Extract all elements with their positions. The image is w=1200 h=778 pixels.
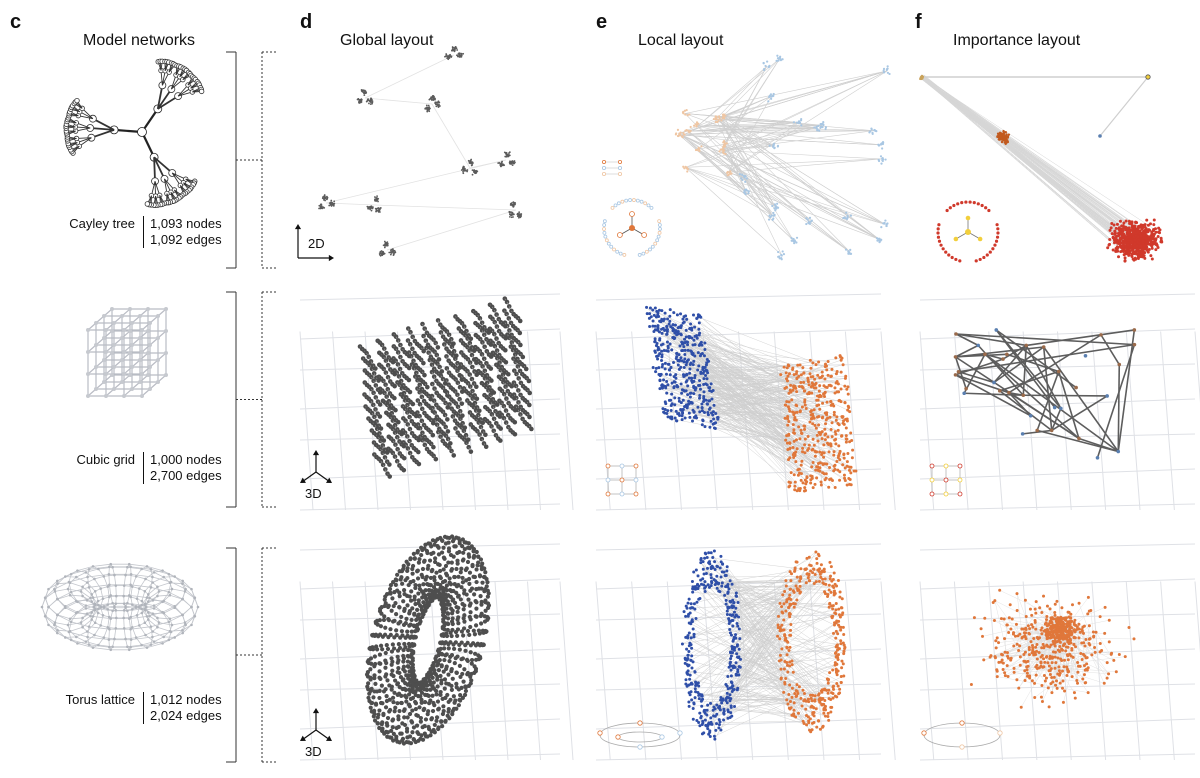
network-name: Cubic grid bbox=[76, 452, 135, 467]
panel-label-e: e bbox=[596, 11, 608, 33]
global-layout-3d-cube bbox=[357, 296, 534, 479]
edge-count: 1,092 edges bbox=[150, 232, 222, 247]
importance-layout-2d bbox=[919, 74, 1164, 263]
local-layout-3d-grid bbox=[605, 305, 858, 497]
importance-layout-3d-grid bbox=[929, 328, 1137, 497]
axis-label-3d-grid: 3D bbox=[305, 486, 322, 501]
panel-label-d: d bbox=[300, 11, 313, 33]
column-title-importance-layout: Importance layout bbox=[953, 32, 1081, 49]
node-count: 1,012 nodes bbox=[150, 692, 222, 707]
grid-background-f2 bbox=[919, 293, 1200, 511]
axis-arrows bbox=[294, 224, 334, 741]
cayley-tree-diagram bbox=[63, 58, 205, 209]
global-layout-2d-clusters bbox=[318, 45, 523, 257]
axis-label-3d-torus: 3D bbox=[305, 744, 322, 759]
network-name: Torus lattice bbox=[65, 692, 135, 707]
node-count: 1,000 nodes bbox=[150, 452, 222, 467]
edge-count: 2,024 edges bbox=[150, 708, 222, 723]
column-title-model-networks: Model networks bbox=[83, 32, 196, 49]
panel-label-f: f bbox=[915, 11, 922, 33]
local-layout-3d-torus bbox=[597, 549, 847, 750]
torus-lattice-stats: Torus lattice 1,012 nodes 2,024 edges bbox=[66, 692, 222, 724]
network-name: Cayley tree bbox=[69, 216, 135, 231]
grid-background-f3 bbox=[919, 543, 1200, 761]
bracket-lines bbox=[226, 51, 276, 763]
column-title-global-layout: Global layout bbox=[340, 32, 434, 49]
torus-lattice-diagram bbox=[40, 562, 200, 652]
node-count: 1,093 nodes bbox=[150, 216, 222, 231]
edge-count: 2,700 edges bbox=[150, 468, 222, 483]
global-layout-3d-torus bbox=[364, 534, 492, 746]
panel-label-c: c bbox=[10, 11, 22, 33]
importance-layout-3d-torus bbox=[921, 588, 1136, 750]
grid-background-e3 bbox=[595, 543, 896, 761]
column-title-local-layout: Local layout bbox=[638, 32, 724, 49]
cubic-grid-diagram bbox=[86, 307, 168, 398]
grid-background-d2 bbox=[299, 293, 574, 511]
cubic-grid-stats: Cubic grid 1,000 nodes 2,700 edges bbox=[76, 452, 222, 484]
cayley-tree-stats: Cayley tree 1,093 nodes 1,092 edges bbox=[69, 216, 222, 248]
local-layout-2d bbox=[602, 54, 891, 261]
axis-label-2d: 2D bbox=[308, 236, 325, 251]
